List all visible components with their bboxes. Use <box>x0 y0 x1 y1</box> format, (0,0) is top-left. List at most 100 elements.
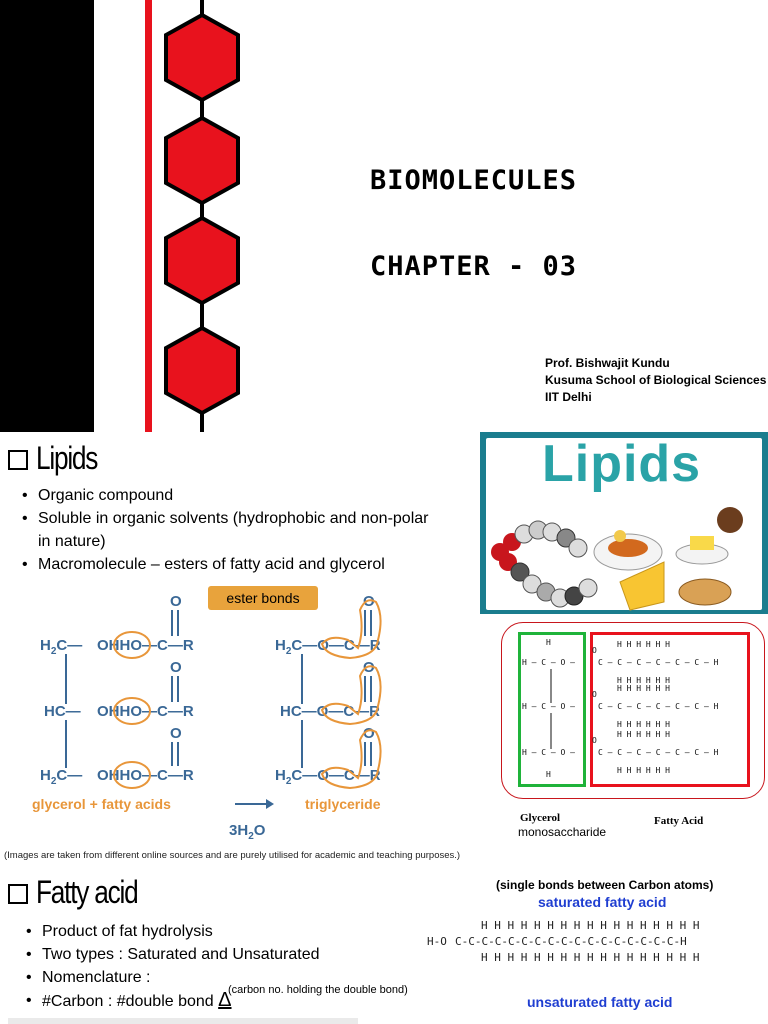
lipids-slide: Lipids Organic compound Soluble in organ… <box>0 432 768 864</box>
svg-text:OHHO—C—R: OHHO—C—R <box>97 703 194 720</box>
glycerol-highlight <box>518 632 586 787</box>
svg-text:O: O <box>363 659 375 676</box>
bread-icon <box>678 578 732 606</box>
fatty-acid-label: Fatty Acid <box>654 815 704 827</box>
svg-text:O: O <box>592 736 597 745</box>
triglyceride-caption: triglyceride <box>305 796 381 812</box>
svg-text:H H H H H H: H H H H H H <box>617 640 670 649</box>
list-item-continued: in nature) <box>38 530 498 553</box>
svg-text:C — C — C — C — C — C — H: C — C — C — C — C — C — H <box>598 748 719 757</box>
list-item: Product of fat hydrolysis <box>26 920 472 943</box>
fatty-acid-bullet-list: Product of fat hydrolysis Two types : Sa… <box>24 920 472 1013</box>
hexagon-4 <box>164 325 240 416</box>
svg-text:H2C—O—C—R: H2C—O—C—R <box>275 767 381 787</box>
svg-text:O: O <box>363 593 375 610</box>
list-item: Two types : Saturated and Unsaturated <box>26 943 472 966</box>
checkbox-bullet-icon <box>8 450 28 470</box>
black-side-bar <box>0 0 94 432</box>
lipids-heading: Lipids <box>36 440 98 476</box>
fatty-acid-slide: Fatty acid Product of fat hydrolysis Two… <box>0 864 768 1024</box>
svg-text:O: O <box>170 725 182 742</box>
hexagon-3 <box>164 215 240 306</box>
checkbox-bullet-icon <box>8 884 28 904</box>
svg-text:OHHO—C—R: OHHO—C—R <box>97 767 194 784</box>
water-prefix: 3H <box>229 822 249 839</box>
list-item-text: in nature) <box>38 533 106 550</box>
acid-head: H-O <box>427 935 447 948</box>
list-item: Organic compound <box>22 484 498 507</box>
author-institute: IIT Delhi <box>545 390 592 404</box>
svg-text:H — C — O —: H — C — O — <box>522 748 575 757</box>
butter-icon <box>690 536 714 550</box>
ester-bonds-label: ester bonds <box>208 586 318 610</box>
svg-text:H2C—: H2C— <box>40 767 82 787</box>
svg-text:H H H H H H: H H H H H H <box>617 676 670 685</box>
svg-text:OHHO—C—R: OHHO—C—R <box>97 637 194 654</box>
chain-row: H-O C-C-C-C-C-C-C-C-C-C-C-C-C-C-C-C-C-H <box>427 934 700 950</box>
fries-icon <box>614 530 626 542</box>
chain-top-hydrogens: H H H H H H H H H H H H H H H H H <box>481 919 700 932</box>
hexagon-chain-graphic <box>164 0 240 432</box>
svg-text:H — C — O —: H — C — O — <box>522 658 575 667</box>
svg-text:O: O <box>592 690 597 699</box>
author-name: Prof. Bishwajit Kundu <box>545 356 670 370</box>
structure-formula: H H — C — O — C — C — C — C — C — C — H H… <box>522 638 719 779</box>
svg-text:HC—: HC— <box>44 703 81 720</box>
esterification-reaction-diagram: H2C— OHHO—C—R HC— OHHO—C—R H2C— OHHO—C—R… <box>40 593 382 809</box>
glycerol-fatty-acids-caption: glycerol + fatty acids <box>32 796 171 812</box>
svg-text:H2C—O—C—R: H2C—O—C—R <box>275 637 381 657</box>
carbon-chain: C-C-C-C-C-C-C-C-C-C-C-C-C-C-C-C-C-H <box>455 935 687 948</box>
lipids-bullet-list: Organic compound Soluble in organic solv… <box>20 484 498 576</box>
author-school: Kusuma School of Biological Sciences <box>545 373 767 387</box>
lipids-banner-image: Lipids <box>480 432 768 614</box>
delta-symbol: Δ <box>218 989 232 1011</box>
saturated-label: saturated fatty acid <box>538 894 667 910</box>
image-source-note: (Images are taken from different online … <box>4 850 461 861</box>
svg-text:H: H <box>546 770 551 779</box>
list-item: #Carbon : #double bond Δ <box>26 989 472 1013</box>
chapter-label: CHAPTER - 03 <box>370 251 578 282</box>
salmon-icon <box>608 539 648 557</box>
triglyceride-structure-box: H H — C — O — C — C — C — C — C — C — H H… <box>501 622 765 799</box>
fatty-acid-highlight <box>590 632 750 787</box>
banner-food-illustration <box>491 507 743 611</box>
water-suffix: O <box>253 822 266 839</box>
monosaccharide-label: monosaccharide <box>518 825 607 839</box>
svg-text:H H H H H H: H H H H H H <box>617 720 670 729</box>
svg-text:H H H H H H: H H H H H H <box>617 684 670 693</box>
coconut-icon <box>717 507 743 533</box>
unsaturated-label: unsaturated fatty acid <box>527 994 673 1010</box>
list-item-text: #Carbon : #double bond <box>42 993 214 1010</box>
title-slide: BIOMOLECULES CHAPTER - 03 Prof. Bishwaji… <box>0 0 768 432</box>
glycerol-label: Glycerol <box>520 812 561 824</box>
cheese-icon <box>619 561 665 611</box>
svg-text:C — C — C — C — C — C — H: C — C — C — C — C — C — H <box>598 702 719 711</box>
fatty-acid-heading: Fatty acid <box>36 874 139 910</box>
svg-text:H: H <box>546 638 551 647</box>
author-block: Prof. Bishwajit Kundu Kusuma School of B… <box>545 355 766 406</box>
svg-text:H H H H H H: H H H H H H <box>617 766 670 775</box>
water-label: 3H2O <box>229 822 265 842</box>
delta-note: (carbon no. holding the double bond) <box>228 984 408 996</box>
svg-text:O: O <box>170 659 182 676</box>
svg-text:C — C — C — C — C — C — H: C — C — C — C — C — C — H <box>598 658 719 667</box>
hexagon-1 <box>164 12 240 103</box>
list-item: Macromolecule – esters of fatty acid and… <box>22 553 498 576</box>
single-bonds-note: (single bonds between Carbon atoms) <box>496 878 714 892</box>
svg-text:H2C—: H2C— <box>40 637 82 657</box>
list-item: Nomenclature : <box>26 966 472 989</box>
svg-text:O: O <box>363 725 375 742</box>
svg-text:H H H H H H: H H H H H H <box>617 730 670 739</box>
svg-text:O: O <box>170 593 182 610</box>
saturated-chain-formula: H H H H H H H H H H H H H H H H H H-O C-C… <box>427 918 700 966</box>
svg-text:H — C — O —: H — C — O — <box>522 702 575 711</box>
red-vertical-line <box>145 0 152 432</box>
hexagon-2 <box>164 115 240 206</box>
slide-title: BIOMOLECULES <box>370 165 578 196</box>
svg-text:HC—O—C—R: HC—O—C—R <box>280 703 380 720</box>
banner-title: Lipids <box>542 435 702 493</box>
molecule-icon <box>491 520 598 608</box>
image-strip <box>8 1018 358 1024</box>
water-subscript: 2 <box>248 831 254 842</box>
svg-text:O: O <box>592 646 597 655</box>
